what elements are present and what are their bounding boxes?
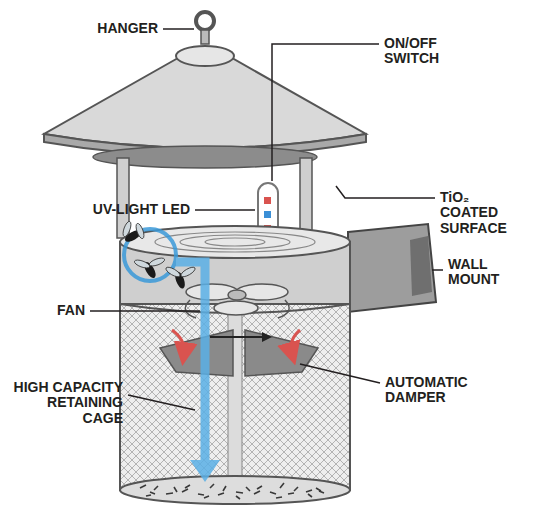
automatic-damper — [160, 330, 318, 376]
dead-insects — [140, 483, 324, 499]
airflow-arrow — [124, 229, 220, 482]
part-label: HIGH CAPACITY RETAINING CAGE — [8, 380, 123, 426]
hanger — [196, 12, 214, 44]
leader-lines — [90, 29, 443, 410]
part-label: UV-LIGHT LED — [88, 202, 190, 217]
wall-mount — [348, 224, 436, 312]
part-label: HANGER — [88, 21, 158, 36]
part-label: TiO₂ COATED SURFACE — [440, 190, 525, 236]
part-label: AUTOMATIC DAMPER — [385, 375, 505, 406]
flies — [121, 220, 196, 289]
part-label: FAN — [40, 303, 85, 318]
part-label: WALL MOUNT — [448, 257, 520, 288]
wall-mount-shade — [410, 236, 432, 296]
part-label: ON/OFF SWITCH — [384, 36, 464, 67]
trap-body — [120, 226, 350, 504]
roof — [44, 46, 366, 168]
